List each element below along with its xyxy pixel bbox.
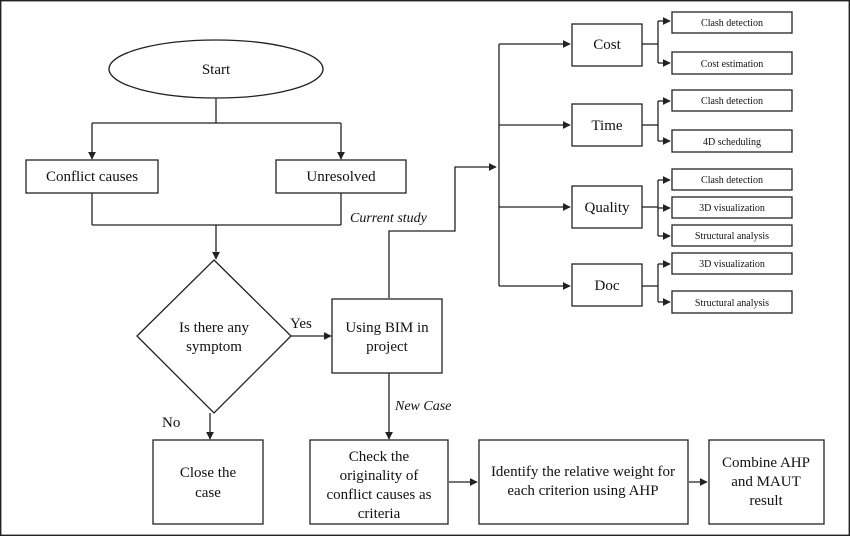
- identify-weight-line-2: each criterion using AHP: [507, 483, 658, 499]
- check-originality-node: Check the originality of conflict causes…: [309, 439, 449, 525]
- doc-node: Doc: [571, 263, 643, 307]
- using-bim-node: Using BIM in project: [331, 298, 443, 374]
- unresolved-node: Unresolved: [275, 159, 407, 194]
- identify-weight-line-1: Identify the relative weight for: [491, 464, 675, 480]
- connectors: [88, 17, 708, 486]
- edge-label-new-case: New Case: [394, 399, 451, 414]
- unresolved-label: Unresolved: [306, 169, 376, 185]
- time-sub-clash-detection-label: Clash detection: [701, 96, 763, 107]
- edge-label-yes: Yes: [290, 316, 312, 332]
- close-case-line-2: case: [195, 485, 221, 501]
- quality-sub-clash-detection: Clash detection: [671, 168, 793, 191]
- doc-sub-3d-visualization-label: 3D visualization: [699, 259, 765, 270]
- edge-label-no: No: [162, 415, 180, 431]
- combine-node: Combine AHP and MAUT result: [708, 439, 825, 525]
- identify-weight-node: Identify the relative weight for each cr…: [478, 439, 689, 525]
- time-sub-clash-detection: Clash detection: [671, 89, 793, 112]
- cost-sub-cost-estimation: Cost estimation: [671, 51, 793, 75]
- check-originality-line-3: conflict causes as: [327, 487, 432, 503]
- combine-line-3: result: [749, 493, 783, 509]
- start-node: Start: [108, 39, 324, 99]
- doc-sub-3d-visualization: 3D visualization: [671, 252, 793, 275]
- edge-current-study: [388, 163, 497, 298]
- close-case-line-1: Close the: [180, 465, 237, 481]
- edge-label-current-study: Current study: [350, 211, 428, 226]
- doc-label: Doc: [595, 278, 620, 294]
- conflict-causes-label: Conflict causes: [46, 169, 138, 185]
- time-node: Time: [571, 103, 643, 147]
- cost-sub-clash-detection: Clash detection: [671, 11, 793, 34]
- combine-line-2: and MAUT: [731, 474, 801, 490]
- check-originality-line-2: originality of: [340, 468, 419, 484]
- cost-sub-clash-detection-label: Clash detection: [701, 18, 763, 29]
- quality-sub-structural-analysis: Structural analysis: [671, 224, 793, 247]
- cost-label: Cost: [593, 37, 621, 53]
- decision-label-line-2: symptom: [186, 339, 242, 355]
- cost-node: Cost: [571, 23, 643, 67]
- start-label: Start: [202, 62, 231, 78]
- time-sub-4d-scheduling: 4D scheduling: [671, 129, 793, 153]
- quality-node: Quality: [571, 185, 643, 229]
- combine-line-1: Combine AHP: [722, 455, 810, 471]
- quality-sub-clash-detection-label: Clash detection: [701, 175, 763, 186]
- doc-sub-structural-analysis: Structural analysis: [671, 290, 793, 314]
- quality-sub-structural-analysis-label: Structural analysis: [695, 231, 769, 242]
- using-bim-line-2: project: [366, 339, 408, 355]
- cost-sub-cost-estimation-label: Cost estimation: [701, 59, 764, 70]
- time-sub-4d-scheduling-label: 4D scheduling: [703, 137, 761, 148]
- conflict-causes-node: Conflict causes: [25, 159, 159, 194]
- close-case-node: Close the case: [152, 439, 264, 525]
- check-originality-line-1: Check the: [349, 449, 410, 465]
- doc-sub-structural-analysis-label: Structural analysis: [695, 298, 769, 309]
- quality-sub-3d-visualization: 3D visualization: [671, 196, 793, 219]
- check-originality-line-4: criteria: [358, 506, 401, 522]
- using-bim-line-1: Using BIM in: [345, 320, 429, 336]
- decision-label-line-1: Is there any: [179, 320, 249, 336]
- quality-sub-3d-visualization-label: 3D visualization: [699, 203, 765, 214]
- quality-label: Quality: [585, 200, 630, 216]
- decision-node: Is there any symptom: [136, 259, 292, 414]
- time-label: Time: [591, 118, 622, 134]
